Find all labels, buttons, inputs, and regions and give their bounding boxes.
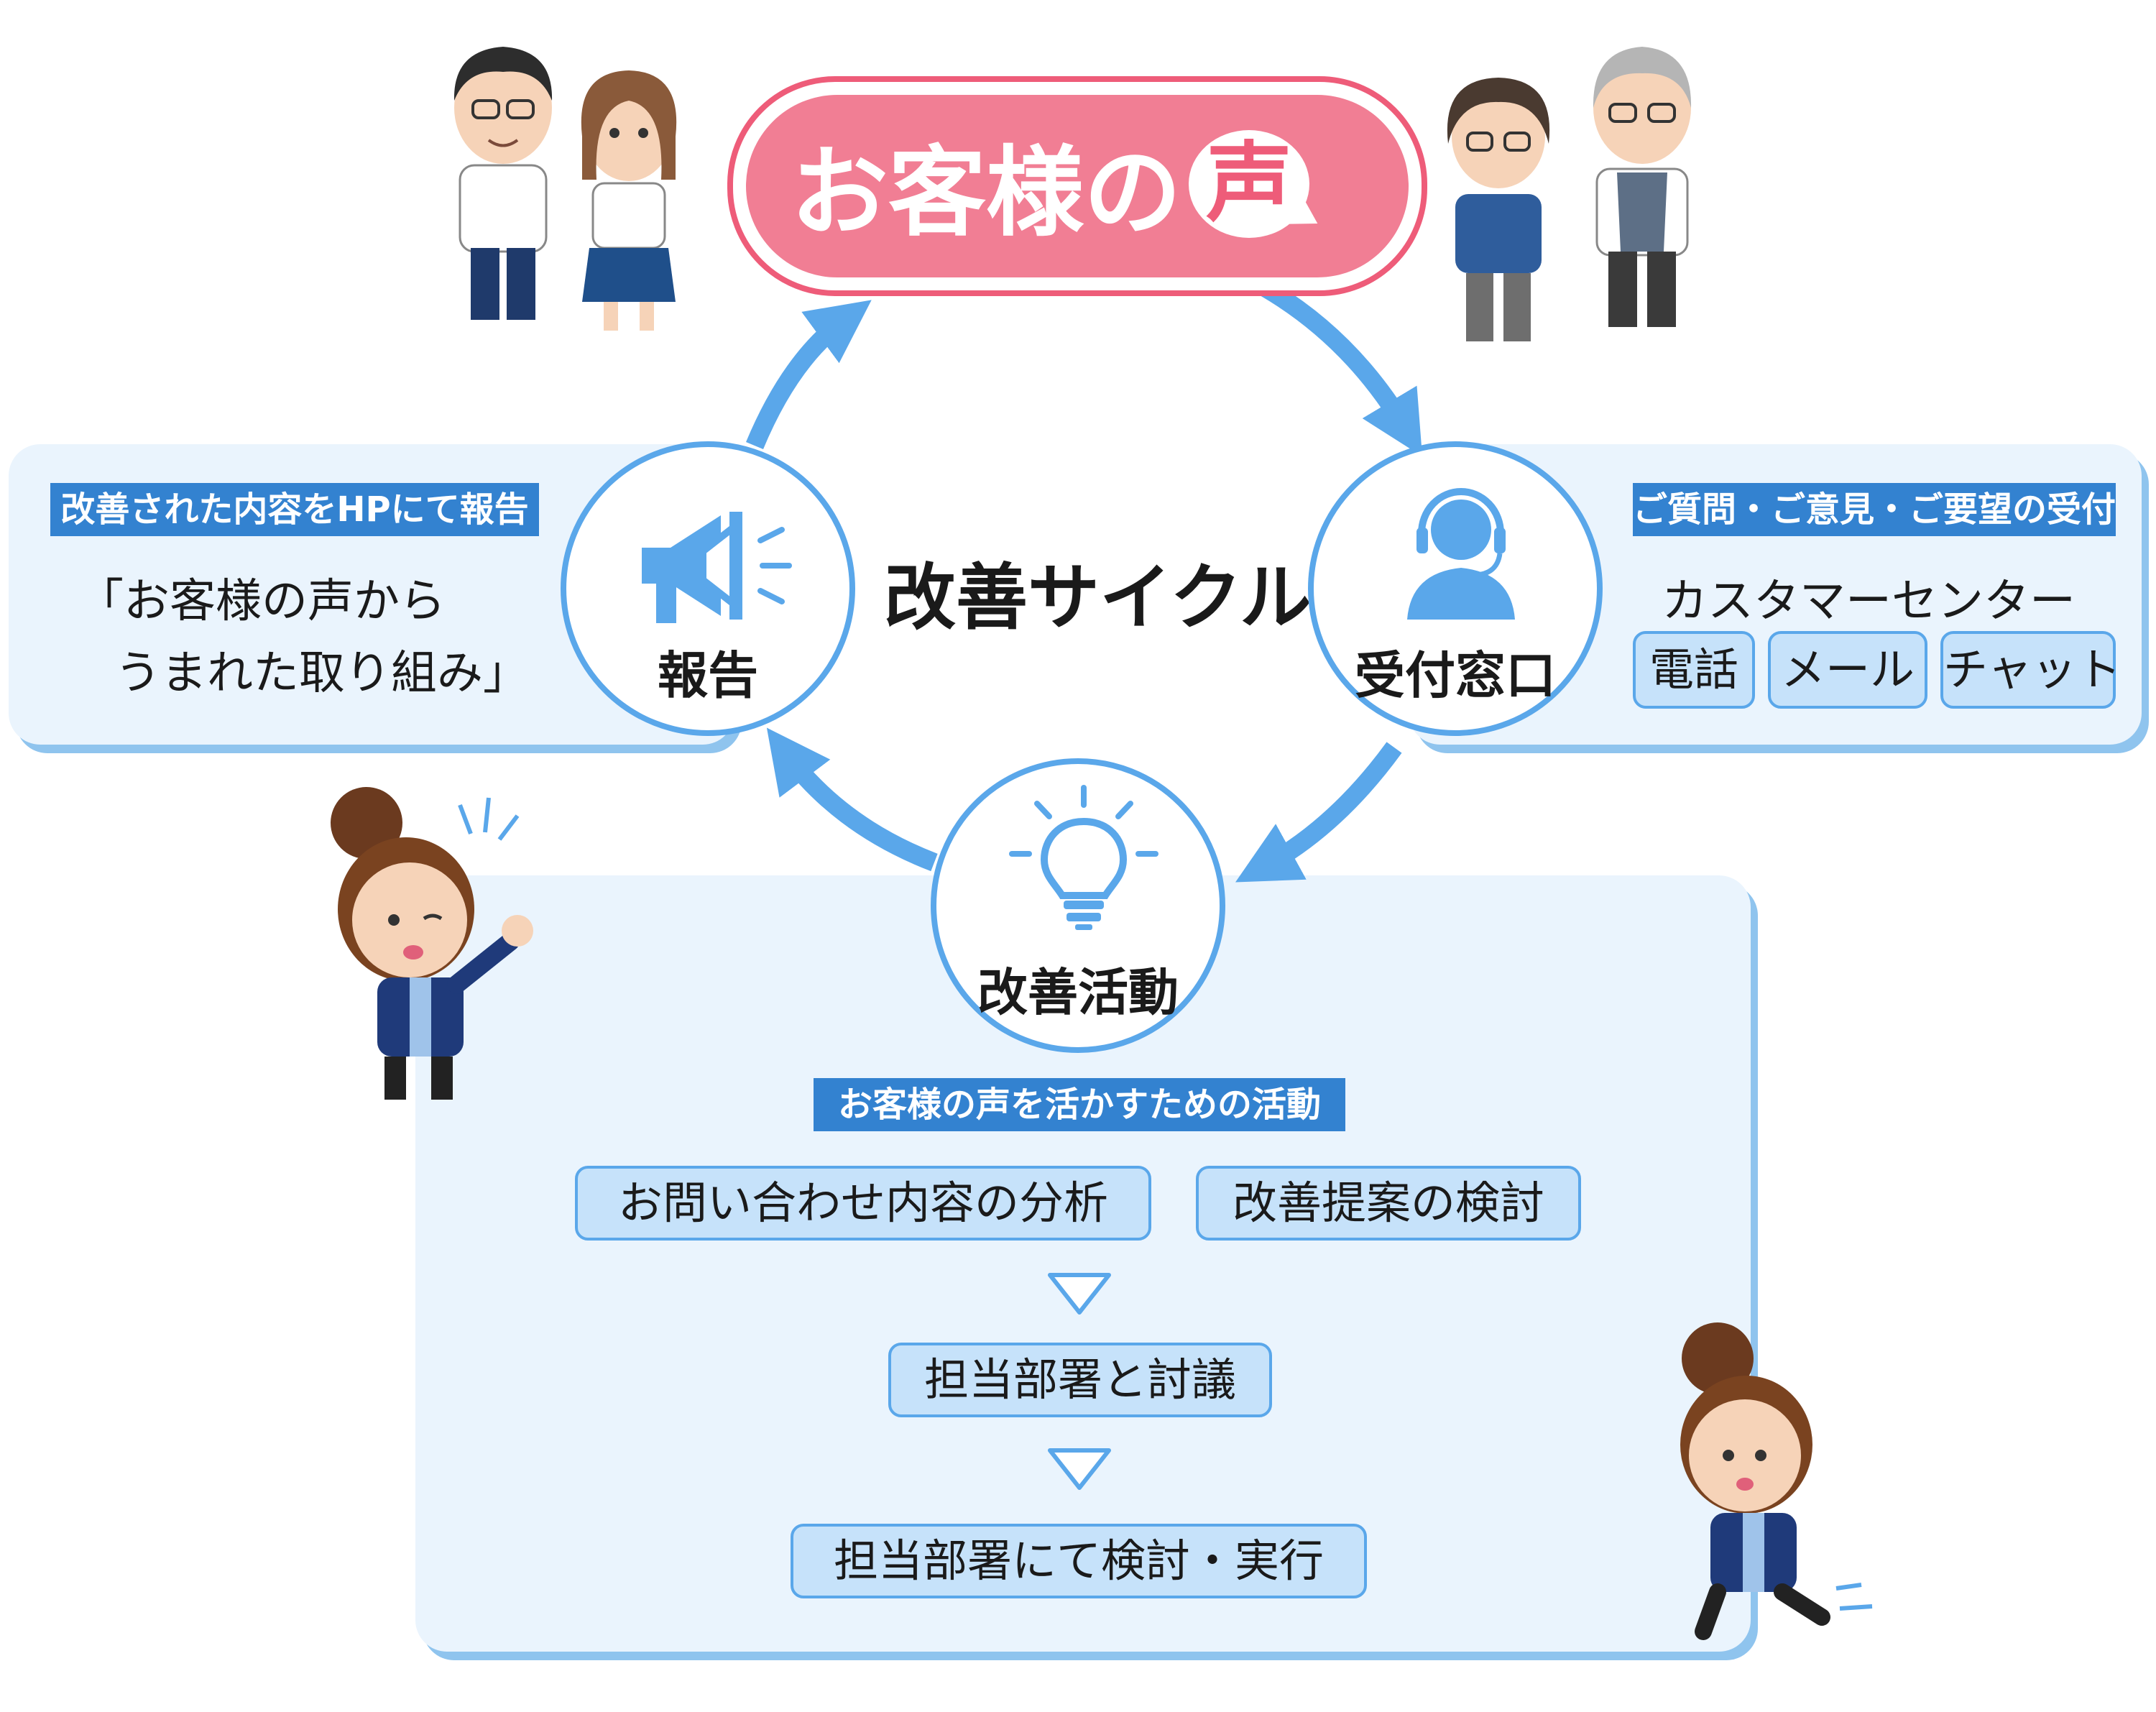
customer-man-illustration (453, 47, 553, 320)
title-voice-bubble: 声 (1189, 130, 1327, 239)
customer-elder-man-illustration (1593, 47, 1692, 327)
channel-mail: メール (1768, 631, 1927, 709)
report-tag: 改善された内容をHPにて報告 (50, 483, 539, 536)
arrow-report-to-title (746, 300, 872, 450)
report-line2: うまれた取り組み」 (115, 647, 529, 700)
title-text: お客様の 声 (791, 126, 1327, 250)
node-reception: 受付窓口 (1308, 441, 1603, 736)
staff-thumbsup-illustration (331, 787, 533, 1100)
headset-operator-icon (1407, 488, 1515, 620)
step-analysis: お問い合わせ内容の分析 (575, 1166, 1151, 1241)
arrow-reception-to-activity (1235, 742, 1402, 883)
node-reception-label: 受付窓口 (1355, 646, 1556, 705)
customer-center-name: カスタマーセンター (1662, 575, 2076, 628)
step-discussion: 担当部署と討議 (888, 1343, 1272, 1417)
down-arrow-2 (1048, 1448, 1111, 1490)
title-badge (727, 76, 1427, 296)
cycle-center-label: 改善サイクル (884, 556, 1312, 640)
staff-running-illustration (1680, 1322, 1873, 1640)
lightbulb-icon (1009, 785, 1158, 930)
step-proposal: 改善提案の検討 (1196, 1166, 1581, 1241)
down-arrow-1 (1048, 1273, 1111, 1315)
channel-chat: チャット (1940, 631, 2121, 709)
customer-girl-illustration (581, 70, 677, 331)
node-activity: 改善活動 (931, 758, 1225, 1053)
report-line1: 「お客様の声から (78, 575, 446, 628)
reception-tag: ご質問・ご意見・ご要望の受付 (1633, 483, 2116, 536)
megaphone-icon (642, 512, 792, 623)
arrow-activity-to-report (766, 727, 938, 872)
channel-phone: 電話 (1633, 631, 1755, 709)
step-execution: 担当部署にて検討・実行 (791, 1524, 1367, 1598)
arrow-title-to-reception (1260, 279, 1423, 457)
activity-tag: お客様の声を活かすための活動 (814, 1078, 1345, 1131)
node-report-label: 報告 (658, 646, 758, 705)
title-highlight: 声 (1206, 134, 1292, 234)
title-main: お客様の (791, 136, 1181, 250)
node-activity-label: 改善活動 (977, 963, 1179, 1022)
node-report: 報告 (561, 441, 855, 736)
customer-elder-woman-illustration (1447, 78, 1550, 341)
